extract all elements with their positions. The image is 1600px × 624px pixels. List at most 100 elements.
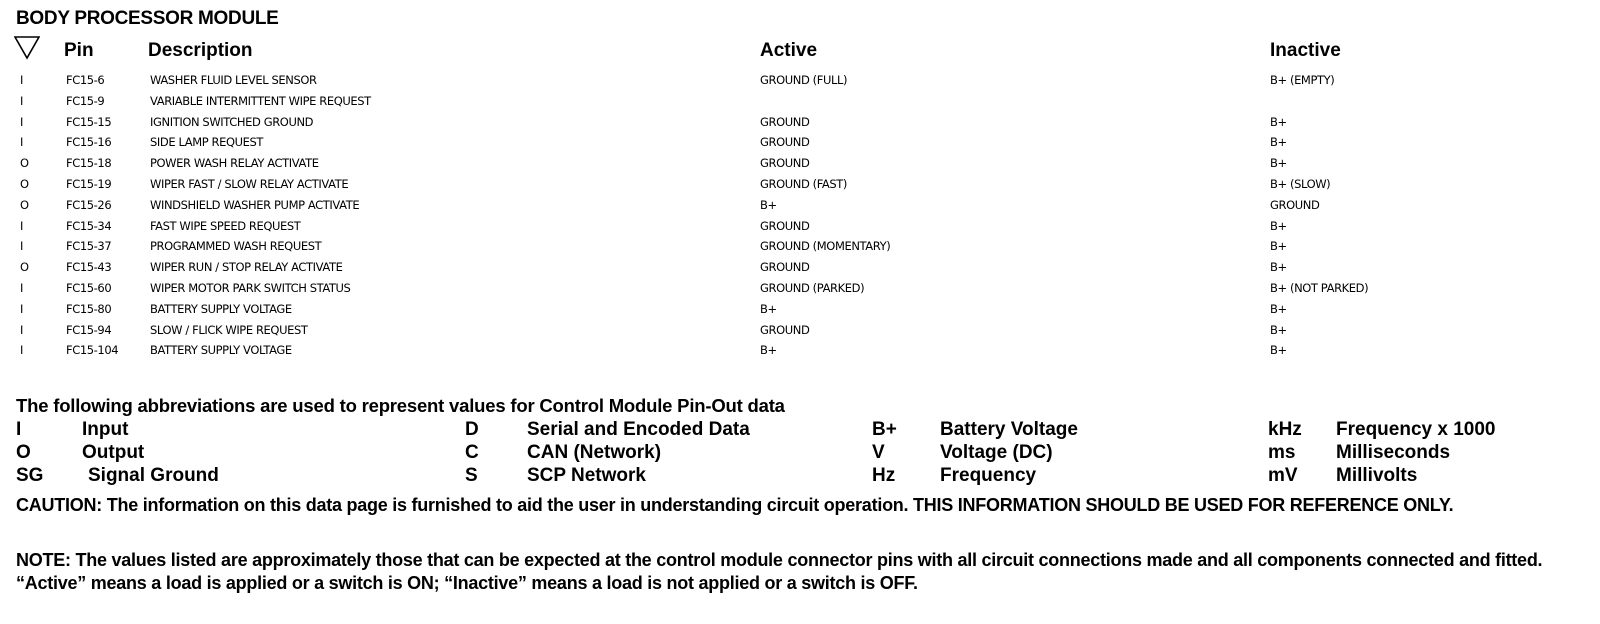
header-pin: Pin — [64, 40, 94, 61]
pin-cell: FC15-43 — [66, 260, 112, 275]
inactive-cell: B+ — [1270, 239, 1287, 254]
table-row: I FC15-60 WIPER MOTOR PARK SWITCH STATUS… — [0, 278, 1600, 299]
abbr-code: SG — [16, 465, 44, 486]
abbr-meaning: Millivolts — [1336, 465, 1418, 486]
io-cell: I — [20, 280, 23, 295]
inactive-cell: B+ (EMPTY) — [1270, 73, 1335, 87]
inactive-cell: B+ (SLOW) — [1270, 176, 1331, 191]
abbr-meaning: Serial and Encoded Data — [527, 419, 750, 440]
abbr-meaning: Frequency x 1000 — [1336, 419, 1496, 440]
inactive-cell: GROUND — [1270, 197, 1320, 212]
values-note: NOTE: The values listed are approximatel… — [16, 550, 1543, 593]
header-inactive: Inactive — [1270, 40, 1341, 61]
pin-cell: FC15-6 — [66, 73, 105, 87]
active-cell: GROUND — [760, 135, 810, 150]
description-cell: WINDSHIELD WASHER PUMP ACTIVATE — [150, 197, 360, 212]
abbr-code: D — [465, 419, 479, 440]
abbr-meaning: Input — [82, 419, 129, 440]
table-row: O FC15-43 WIPER RUN / STOP RELAY ACTIVAT… — [0, 257, 1600, 278]
io-cell: I — [20, 322, 23, 337]
table-row: I FC15-15 IGNITION SWITCHED GROUND GROUN… — [0, 112, 1600, 133]
io-cell: I — [20, 135, 23, 150]
pin-cell: FC15-80 — [66, 301, 112, 316]
active-cell: GROUND — [760, 218, 810, 233]
io-cell: I — [20, 93, 23, 108]
io-cell: O — [20, 260, 29, 275]
page-title: BODY PROCESSOR MODULE — [16, 8, 279, 29]
inactive-cell: B+ — [1270, 114, 1287, 129]
active-cell: GROUND (FULL) — [760, 73, 848, 87]
abbr-code: V — [872, 442, 885, 463]
table-row: I FC15-80 BATTERY SUPPLY VOLTAGE B+ B+ — [0, 299, 1600, 320]
caution-note: CAUTION: The information on this data pa… — [16, 495, 1454, 515]
abbr-code: Hz — [872, 465, 896, 486]
table-row: I FC15-34 FAST WIPE SPEED REQUEST GROUND… — [0, 216, 1600, 237]
description-cell: PROGRAMMED WASH REQUEST — [150, 239, 322, 254]
inactive-cell: B+ — [1270, 301, 1287, 316]
description-cell: SIDE LAMP REQUEST — [150, 135, 264, 150]
abbreviations-title: The following abbreviations are used to … — [16, 395, 785, 416]
pin-cell: FC15-37 — [66, 239, 112, 254]
inactive-cell: B+ — [1270, 156, 1287, 171]
description-cell: WIPER RUN / STOP RELAY ACTIVATE — [150, 260, 343, 275]
abbr-meaning: Signal Ground — [88, 465, 219, 486]
pin-cell: FC15-60 — [66, 280, 112, 295]
abbr-code: mV — [1268, 465, 1298, 486]
io-cell: I — [20, 239, 23, 254]
description-cell: IGNITION SWITCHED GROUND — [150, 114, 314, 129]
triangle-down-icon — [14, 36, 40, 60]
description-cell: SLOW / FLICK WIPE REQUEST — [150, 322, 308, 337]
table-row: O FC15-19 WIPER FAST / SLOW RELAY ACTIVA… — [0, 174, 1600, 195]
header-description: Description — [148, 40, 253, 61]
abbr-code: ms — [1268, 442, 1296, 463]
pin-cell: FC15-34 — [66, 218, 112, 233]
pin-cell: FC15-94 — [66, 322, 112, 337]
active-cell: B+ — [760, 343, 777, 358]
inactive-cell: B+ — [1270, 260, 1287, 275]
io-cell: I — [20, 218, 23, 233]
active-cell: GROUND (FAST) — [760, 176, 848, 191]
active-cell: GROUND — [760, 260, 810, 275]
abbr-code: O — [16, 442, 31, 463]
active-cell: GROUND — [760, 114, 810, 129]
pin-cell: FC15-104 — [66, 343, 119, 358]
pin-cell: FC15-19 — [66, 176, 112, 191]
abbr-code: C — [465, 442, 479, 463]
description-cell: VARIABLE INTERMITTENT WIPE REQUEST — [150, 93, 371, 108]
abbr-meaning: Output — [82, 442, 145, 463]
abbr-meaning: Voltage (DC) — [940, 442, 1053, 463]
table-row: I FC15-16 SIDE LAMP REQUEST GROUND B+ — [0, 132, 1600, 153]
description-cell: POWER WASH RELAY ACTIVATE — [150, 156, 319, 171]
pin-table: I FC15-6 WASHER FLUID LEVEL SENSOR GROUN… — [0, 70, 1600, 361]
io-cell: I — [20, 73, 23, 87]
active-cell: GROUND (MOMENTARY) — [760, 239, 891, 254]
pin-cell: FC15-18 — [66, 156, 112, 171]
abbr-code: I — [16, 419, 22, 440]
abbr-meaning: Milliseconds — [1336, 442, 1451, 463]
pin-cell: FC15-15 — [66, 114, 112, 129]
abbr-meaning: Battery Voltage — [940, 419, 1078, 440]
table-row: I FC15-37 PROGRAMMED WASH REQUEST GROUND… — [0, 236, 1600, 257]
description-cell: WIPER MOTOR PARK SWITCH STATUS — [150, 280, 351, 295]
abbr-meaning: SCP Network — [527, 465, 646, 486]
table-row: O FC15-18 POWER WASH RELAY ACTIVATE GROU… — [0, 153, 1600, 174]
active-cell: GROUND — [760, 156, 810, 171]
inactive-cell: B+ — [1270, 135, 1287, 150]
abbr-code: S — [465, 465, 478, 486]
io-cell: I — [20, 343, 23, 358]
inactive-cell: B+ — [1270, 218, 1287, 233]
io-cell: O — [20, 156, 29, 171]
table-row: O FC15-26 WINDSHIELD WASHER PUMP ACTIVAT… — [0, 195, 1600, 216]
header-active: Active — [760, 40, 818, 61]
abbr-meaning: CAN (Network) — [527, 442, 662, 463]
table-row: I FC15-104 BATTERY SUPPLY VOLTAGE B+ B+ — [0, 340, 1600, 361]
abbr-code: kHz — [1268, 419, 1302, 440]
description-cell: BATTERY SUPPLY VOLTAGE — [150, 301, 292, 316]
active-cell: GROUND (PARKED) — [760, 280, 865, 295]
pin-cell: FC15-9 — [66, 93, 105, 108]
io-cell: O — [20, 176, 29, 191]
active-cell: B+ — [760, 301, 777, 316]
inactive-cell: B+ — [1270, 343, 1287, 358]
io-cell: I — [20, 301, 23, 316]
description-cell: WASHER FLUID LEVEL SENSOR — [150, 73, 317, 87]
